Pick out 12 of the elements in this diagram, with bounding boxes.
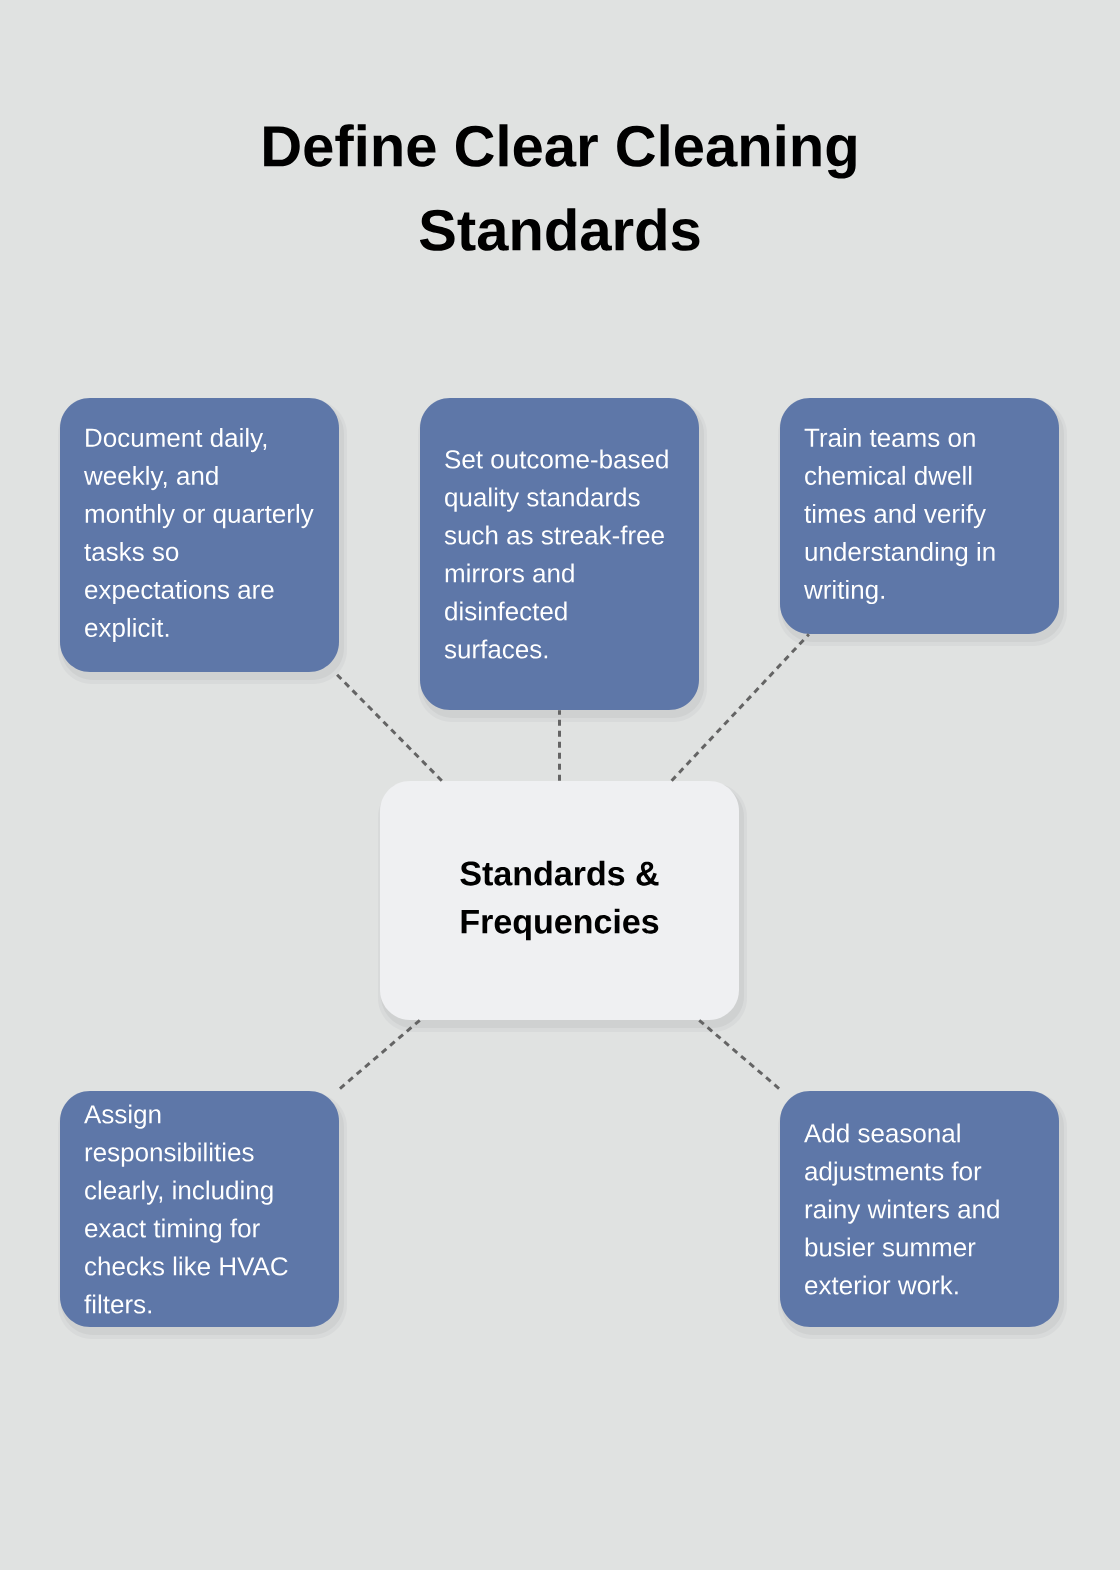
info-card: Add seasonal adjustments for rainy winters and busier summer exterior work.	[778, 1091, 1067, 1339]
info-card: Document daily, weekly, and monthly or quarterly tasks so expectations are explicit.	[58, 398, 347, 684]
connector-line	[333, 671, 443, 782]
connector-line	[558, 710, 561, 781]
connector-line	[336, 1019, 421, 1092]
info-card: Set outcome-based quality standards such as streak-free mirrors and disinfected surfaces.	[418, 398, 707, 722]
hub-box: Standards & Frequencies	[378, 781, 747, 1032]
heading: Define Clear Cleaning Standards	[264, 124, 856, 251]
info-card: Assign responsibilities clearly, including exact timing for checks like HVAC filters.	[58, 1091, 347, 1339]
info-card: Train teams on chemical dwell times and verify understanding in writing.	[778, 398, 1067, 646]
connector-line	[698, 1019, 783, 1092]
connector-line	[670, 633, 810, 782]
